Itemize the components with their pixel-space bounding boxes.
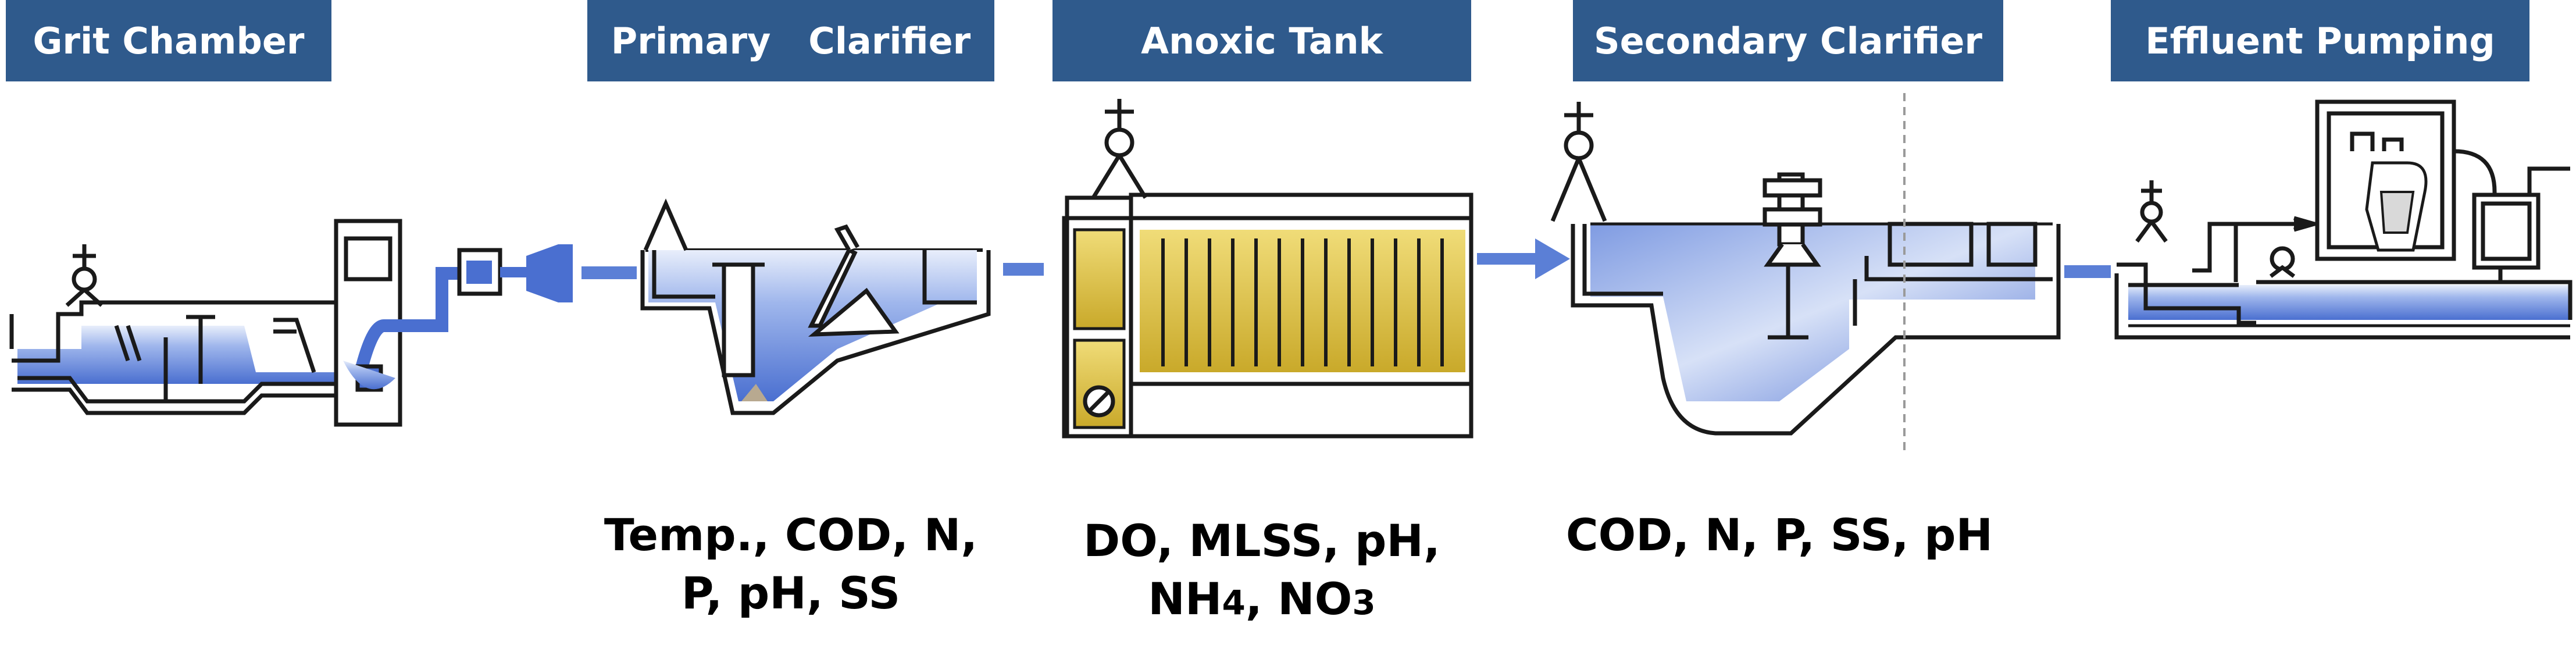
params-line: Temp., COD, N,: [604, 509, 978, 561]
params-no: , NO: [1245, 573, 1353, 625]
stage-label-text: Secondary Clarifier: [1594, 19, 1982, 62]
secondary-clarifier-equipment: [1550, 93, 2061, 454]
params-no-sub: 3: [1352, 583, 1376, 622]
stage-label-text: Grit Chamber: [33, 19, 305, 62]
flow-arrow-1: [581, 266, 637, 279]
stage-label-text: Primary Clarifier: [611, 19, 971, 62]
params-line: P, pH, SS: [681, 567, 901, 619]
params-line: DO, MLSS, pH,: [1083, 515, 1440, 567]
effluent-pumping-equipment: [2114, 99, 2573, 340]
params-line: COD, N, P, SS, pH: [1565, 509, 1993, 561]
params-primary-clarifier: Temp., COD, N, P, pH, SS: [558, 506, 1023, 622]
anoxic-tank-equipment: [1062, 99, 1473, 439]
stage-label-effluent-pumping: Effluent Pumping: [2111, 0, 2529, 81]
params-anoxic-tank: DO, MLSS, pH, NH4, NO3: [1052, 512, 1471, 632]
stage-label-secondary-clarifier: Secondary Clarifier: [1573, 0, 2003, 81]
params-secondary-clarifier: COD, N, P, SS, pH: [1547, 506, 2012, 564]
primary-clarifier-equipment: [640, 198, 991, 415]
flow-arrow-2: [1003, 263, 1044, 276]
params-nh: NH: [1148, 573, 1222, 625]
stage-label-text: Effluent Pumping: [2145, 19, 2495, 62]
params-nh-sub: 4: [1222, 583, 1246, 622]
stage-label-grit-chamber: Grit Chamber: [6, 0, 331, 81]
stage-label-primary-clarifier: Primary Clarifier: [587, 0, 994, 81]
params-line: NH4, NO3: [1052, 570, 1471, 632]
flow-arrow-4: [2064, 265, 2111, 278]
flow-arrow-3: [1477, 238, 1570, 279]
stage-label-text: Anoxic Tank: [1141, 19, 1383, 62]
stage-label-anoxic-tank: Anoxic Tank: [1052, 0, 1471, 81]
grit-chamber-equipment: [9, 219, 573, 427]
flow-arrows: [581, 238, 2111, 279]
